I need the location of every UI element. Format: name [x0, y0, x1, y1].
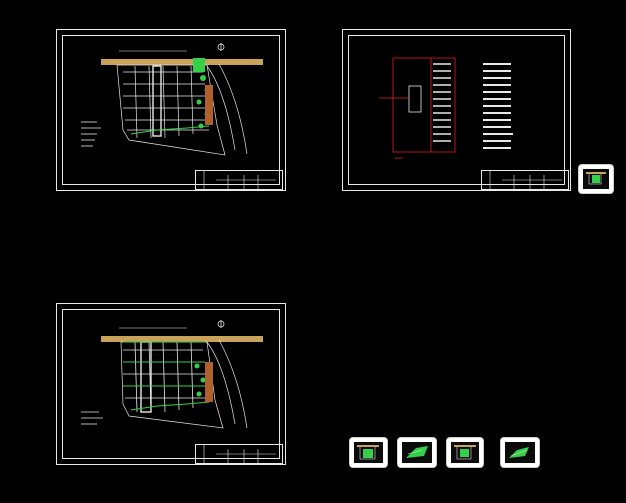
- drawing-thumbnail-4[interactable]: [447, 438, 483, 467]
- drawing-thumbnail-icon: [583, 169, 609, 189]
- drawing-sheet-site-plan-1[interactable]: [56, 29, 286, 191]
- drawing-thumbnail-icon: [354, 442, 383, 463]
- site-plan-drawing: [81, 320, 263, 429]
- drawing-thumbnail-icon: [451, 442, 479, 463]
- sheet-border: [348, 35, 565, 185]
- title-block-lines: [203, 171, 276, 189]
- drawing-thumbnail-3[interactable]: [398, 438, 436, 467]
- sheet-border: [62, 35, 280, 185]
- title-block: [481, 170, 569, 190]
- legend-drawing: [379, 57, 513, 159]
- title-block: [195, 170, 283, 190]
- title-block: [195, 444, 283, 464]
- drawing-thumbnail-5[interactable]: [501, 438, 539, 467]
- sheet-border: [62, 309, 280, 459]
- title-block-lines: [203, 445, 276, 463]
- drawing-sheet-legend[interactable]: [342, 29, 571, 191]
- drawing-thumbnail-icon: [505, 442, 535, 463]
- drawing-thumbnail-1[interactable]: [579, 165, 613, 193]
- site-plan-drawing: [81, 43, 263, 156]
- drawing-thumbnail-2[interactable]: [350, 438, 387, 467]
- title-block-lines: [489, 171, 562, 189]
- drawing-sheet-site-plan-2[interactable]: [56, 303, 286, 465]
- drawing-thumbnail-icon: [402, 442, 432, 463]
